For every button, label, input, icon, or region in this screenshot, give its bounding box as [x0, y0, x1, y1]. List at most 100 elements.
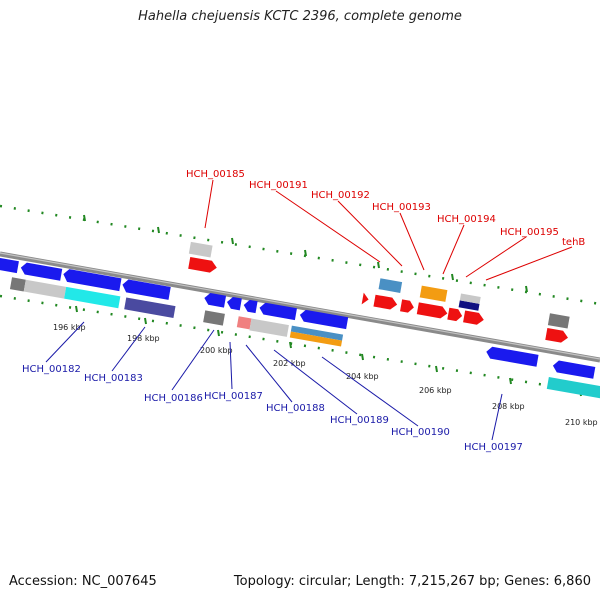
major-tick: [304, 249, 307, 257]
gene-reverse-right[interactable]: [552, 360, 596, 379]
gene-reverse-a[interactable]: [226, 296, 242, 311]
gene-reverse-hch00197[interactable]: [485, 346, 539, 367]
tick-label-210: 210 kbp: [565, 418, 598, 427]
feature-silver-small[interactable]: [459, 293, 481, 304]
gene-label-hch00186[interactable]: HCH_00186: [144, 393, 203, 404]
leader-hch00186: [171, 329, 215, 391]
gene-label-hch00191[interactable]: HCH_00191: [249, 180, 308, 191]
tick-labels: 196 kbp 198 kbp 200 kbp 202 kbp 204 kbp …: [53, 323, 598, 427]
major-tick: [217, 329, 220, 337]
leader-hch00193: [399, 212, 425, 271]
feature-silver-mid[interactable]: [249, 318, 289, 337]
major-tick: [231, 237, 234, 245]
genome-summary: Topology: circular; Length: 7,215,267 bp…: [233, 574, 591, 589]
gene-reverse-hch00187[interactable]: [243, 299, 258, 314]
gene-reverse-hch00182[interactable]: [62, 268, 122, 292]
gene-label-hch00182[interactable]: HCH_00182: [22, 364, 81, 375]
feature-cyan[interactable]: [64, 286, 121, 309]
feature-orange-2[interactable]: [289, 331, 343, 347]
major-tick: [83, 214, 86, 222]
feature-salmon[interactable]: [236, 316, 252, 330]
leader-hch00188: [245, 344, 293, 403]
major-tick: [435, 365, 438, 373]
leader-hch00191: [275, 190, 381, 263]
feature-gray-right[interactable]: [547, 313, 570, 329]
major-tick: [361, 353, 364, 361]
feature-gray-mid[interactable]: [203, 310, 225, 326]
feature-silver-left[interactable]: [23, 279, 67, 299]
gene-label-hch00183[interactable]: HCH_00183: [84, 373, 143, 384]
leader-hch00185: [204, 179, 214, 229]
leader-tehb: [485, 246, 573, 281]
feature-orange-top[interactable]: [419, 285, 448, 302]
gene-label-hch00185[interactable]: HCH_00185: [186, 169, 245, 180]
tick-label-196: 196 kbp: [53, 323, 86, 332]
feature-silver-top[interactable]: [188, 241, 213, 258]
gene-label-hch00188[interactable]: HCH_00188: [266, 403, 325, 414]
tick-label-206: 206 kbp: [419, 386, 452, 395]
gene-label-hch00197[interactable]: HCH_00197: [464, 442, 523, 453]
gene-forward-hch00194[interactable]: [416, 302, 449, 319]
tick-label-208: 208 kbp: [492, 402, 525, 411]
leader-hch00192: [337, 200, 403, 267]
gene-forward-hch00185[interactable]: [188, 256, 218, 274]
leader-hch00182: [45, 321, 85, 363]
gene-reverse-0[interactable]: [0, 257, 19, 274]
feature-teal-right[interactable]: [546, 377, 600, 400]
feature-steel-2[interactable]: [290, 325, 344, 341]
gene-forward-right[interactable]: [545, 328, 569, 344]
feature-navy[interactable]: [458, 300, 480, 311]
genome-backbone: [0, 251, 600, 363]
gene-label-hch00194[interactable]: HCH_00194: [437, 214, 496, 225]
ruler-outer: [0, 204, 600, 306]
feature-slate[interactable]: [124, 297, 176, 318]
accession-label: Accession: NC_007645: [9, 574, 157, 589]
gene-forward-tehb[interactable]: [463, 310, 485, 325]
tick-label-204: 204 kbp: [346, 372, 379, 381]
gene-label-hch00192[interactable]: HCH_00192: [311, 190, 370, 201]
bottom-leaders: [45, 321, 503, 441]
gene-label-hch00187[interactable]: HCH_00187: [204, 391, 263, 402]
gene-forward-hch00191[interactable]: [361, 292, 370, 306]
gene-forward-hch00193[interactable]: [400, 299, 415, 313]
gene-reverse-hch00188[interactable]: [258, 302, 297, 321]
major-ticks: [75, 214, 582, 397]
leader-hch00195: [465, 236, 527, 278]
major-tick: [509, 377, 512, 385]
gene-label-hch00195[interactable]: HCH_00195: [500, 227, 559, 238]
tick-label-198: 198 kbp: [127, 334, 160, 343]
major-tick: [289, 341, 292, 349]
gene-label-tehb[interactable]: tehB: [562, 237, 585, 248]
genome-backbone-highlight: [0, 252, 600, 360]
tick-label-200: 200 kbp: [200, 346, 233, 355]
major-tick: [525, 285, 528, 293]
gene-reverse-hch00189[interactable]: [299, 309, 349, 330]
leader-hch00190: [321, 356, 419, 427]
tick-label-202: 202 kbp: [273, 359, 306, 368]
gene-label-hch00190[interactable]: HCH_00190: [391, 427, 450, 438]
major-tick: [144, 317, 147, 325]
major-tick: [157, 226, 160, 234]
gene-forward-hch00192[interactable]: [373, 294, 398, 311]
gene-reverse-hch00183[interactable]: [121, 279, 171, 300]
gene-reverse-hch00186[interactable]: [203, 292, 227, 308]
leader-hch00187: [229, 341, 233, 390]
leader-hch00197: [491, 393, 503, 441]
feature-steel[interactable]: [378, 278, 403, 293]
leader-hch00194: [442, 224, 465, 275]
map-title: Hahella chejuensis KCTC 2396, complete g…: [138, 9, 462, 24]
gene-label-hch00193[interactable]: HCH_00193: [372, 202, 431, 213]
feature-band: [0, 241, 600, 400]
gene-reverse-1[interactable]: [20, 262, 63, 281]
major-tick: [377, 261, 380, 269]
major-tick: [451, 273, 454, 281]
leader-hch00189: [273, 349, 358, 415]
feature-gray-left[interactable]: [9, 277, 26, 292]
top-leaders: [204, 179, 573, 281]
leader-hch00183: [111, 326, 146, 372]
gene-forward-hch00195[interactable]: [447, 307, 463, 322]
bottom-labels: HCH_00182 HCH_00183 HCH_00186 HCH_00187 …: [22, 364, 523, 453]
major-tick: [75, 305, 78, 313]
gene-label-hch00189[interactable]: HCH_00189: [330, 415, 389, 426]
